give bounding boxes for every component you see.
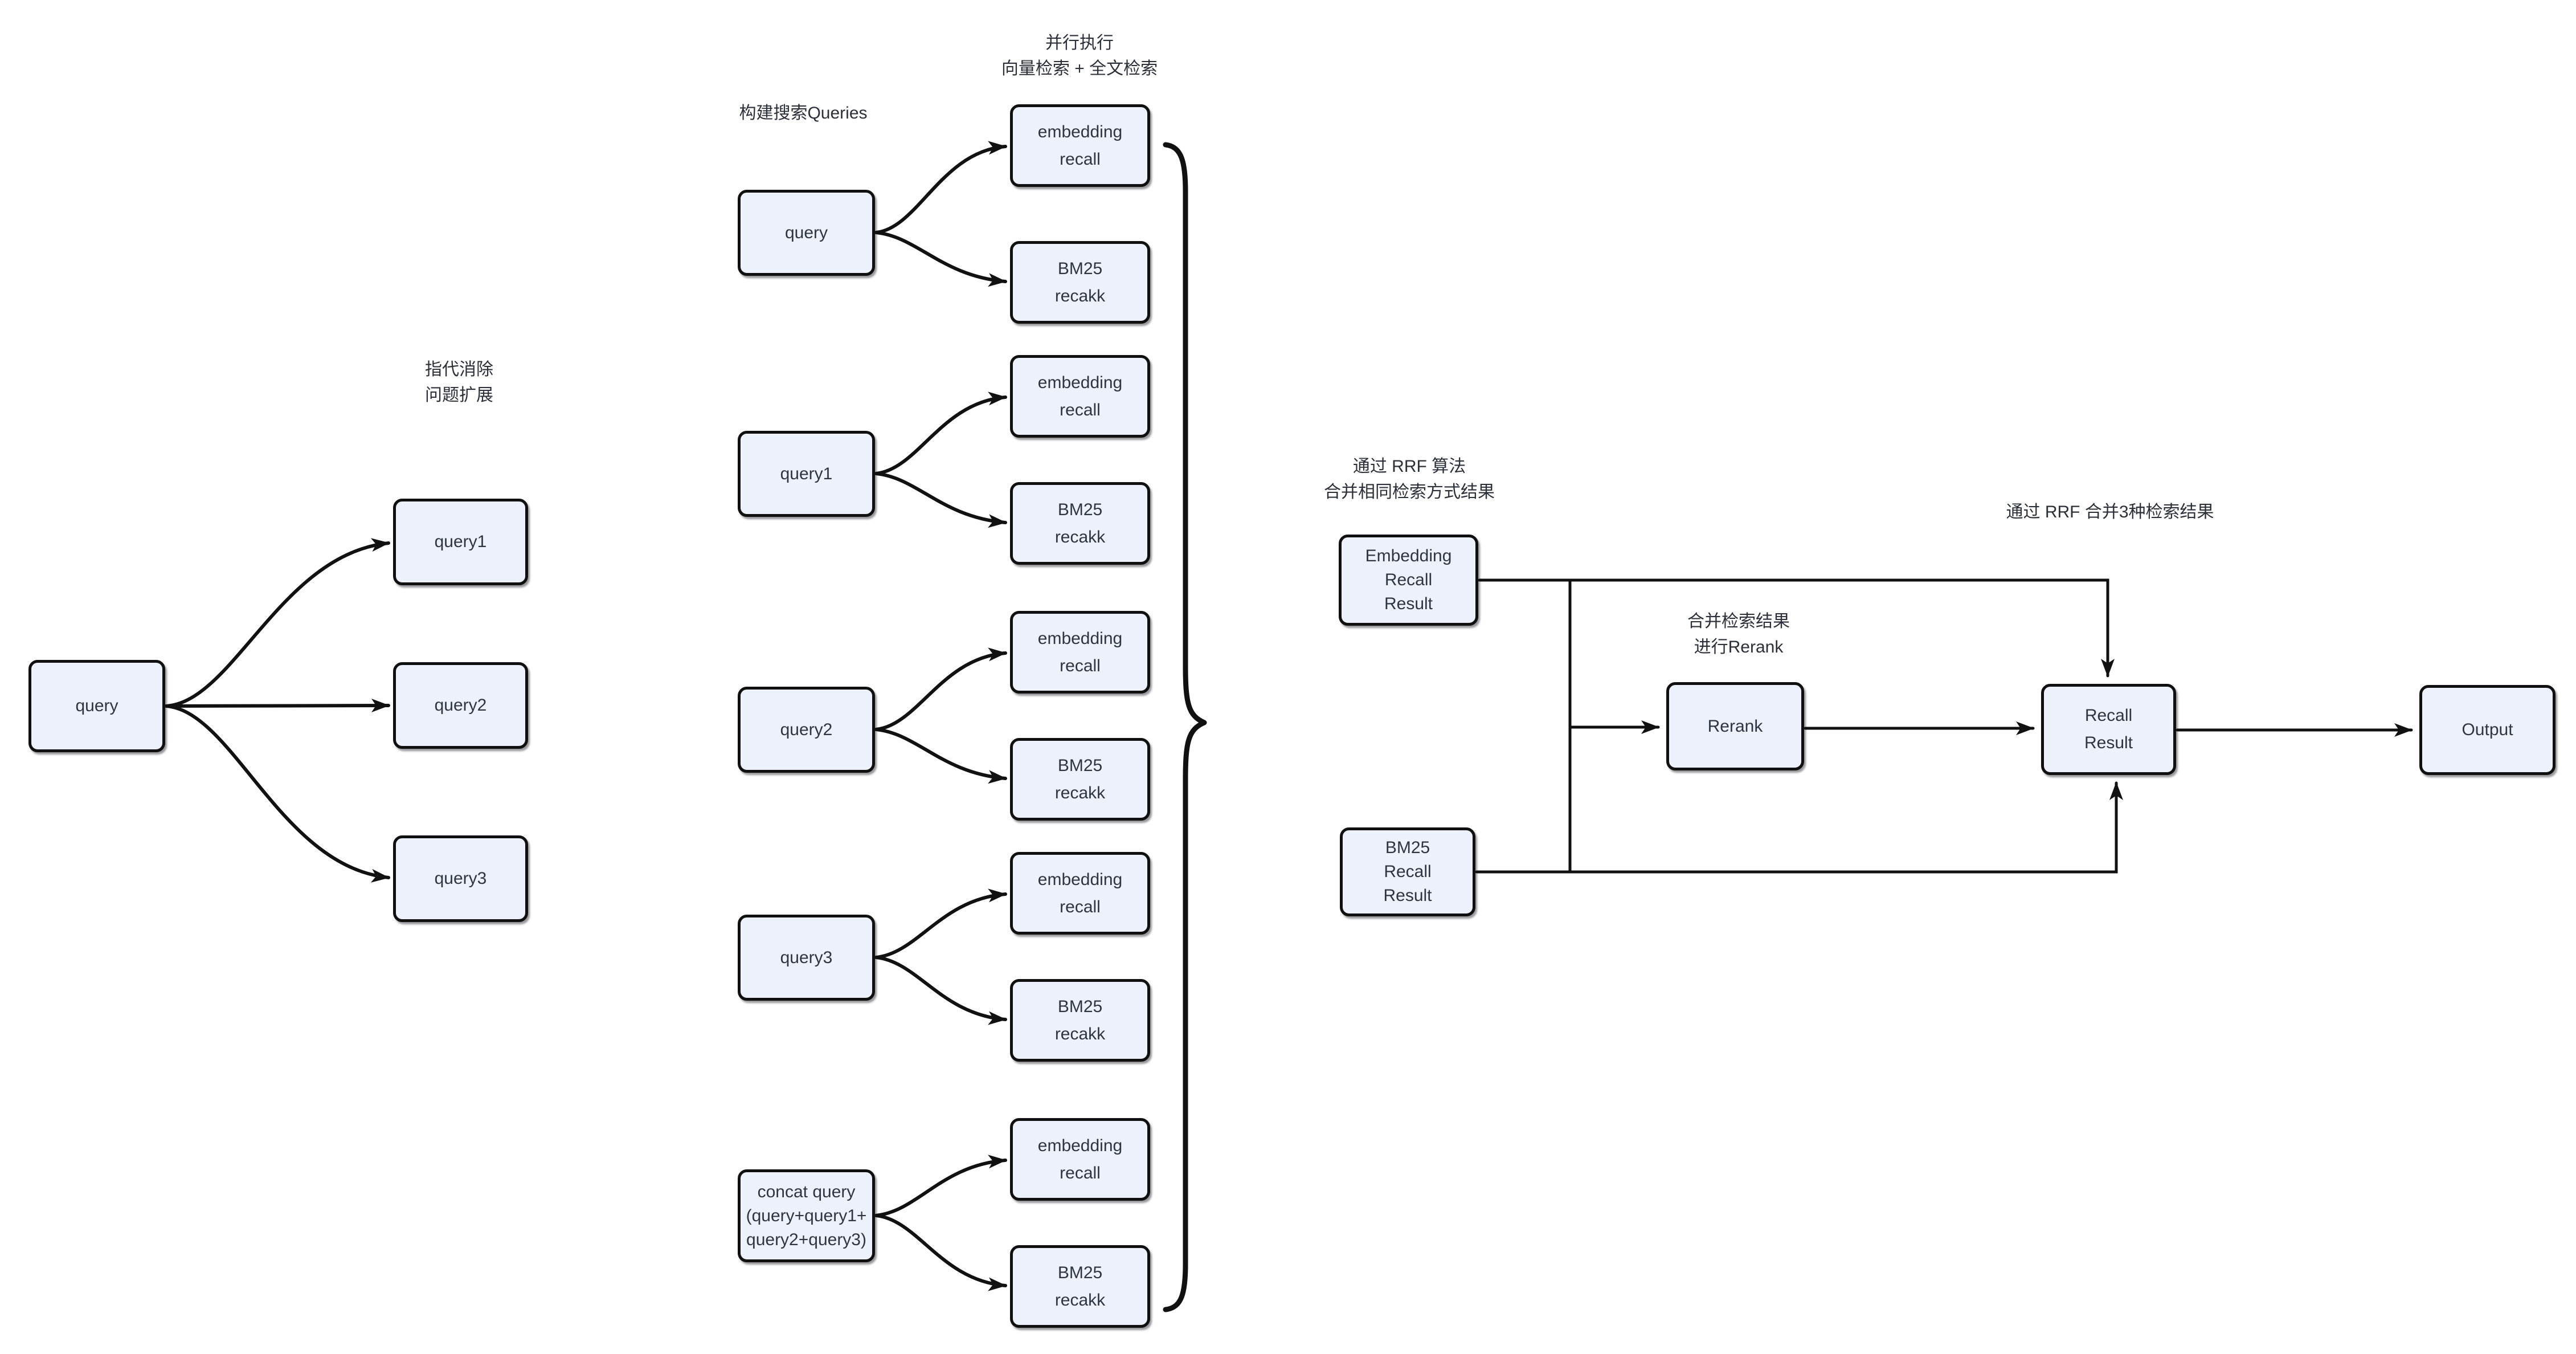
- node-label: query2: [434, 696, 487, 715]
- edge-mid-query2-to-g3-bm25: [874, 728, 1007, 784]
- node-label: recakk: [1054, 1290, 1106, 1310]
- node-g3-embedding-recall: embedding recall: [1010, 611, 1150, 694]
- node-label: Recall: [1384, 862, 1432, 881]
- node-label: Output: [2461, 720, 2513, 739]
- node-output: Output: [2419, 685, 2555, 775]
- node-mid-concat-query: concat query (query+query1+ query2+query3): [738, 1169, 875, 1262]
- node-g1-embedding-recall: embedding recall: [1010, 104, 1150, 187]
- node-label: embedding: [1037, 870, 1123, 889]
- node-label: embedding: [1037, 1136, 1123, 1155]
- node-label: query1: [434, 532, 487, 551]
- node-label: BM25: [1057, 997, 1103, 1016]
- annotation-coref-expansion: 指代消除问题扩展: [425, 357, 493, 408]
- edge-left-query-to-query1: [165, 538, 390, 708]
- edge-mid-query3-to-g4-embedding: [874, 888, 1007, 959]
- annotation-merge-rerank: 合并检索结果进行Rerank: [1687, 609, 1790, 660]
- node-label: Rerank: [1707, 716, 1763, 736]
- node-left-query: query: [28, 660, 165, 752]
- edge-concat-to-g5-embedding: [874, 1155, 1007, 1217]
- node-label: recall: [1060, 400, 1101, 419]
- node-label: concat query: [757, 1182, 856, 1201]
- annotation-line: 合并相同检索方式结果: [1324, 482, 1495, 501]
- edge-err-to-recall-result-top: [1478, 578, 2115, 678]
- node-label: recakk: [1054, 527, 1106, 547]
- edge-mid-query-to-g1-bm25: [874, 231, 1007, 287]
- node-mid-query2: query2: [738, 687, 875, 773]
- annotation-build-queries: 构建搜索Queries: [739, 100, 867, 126]
- node-g5-embedding-recall: embedding recall: [1010, 1118, 1150, 1201]
- node-label: recakk: [1054, 783, 1106, 802]
- edge-brr-to-recall-result-bottom: [1475, 781, 2123, 874]
- node-label: Result: [2084, 733, 2133, 752]
- node-label: (query+query1+: [746, 1206, 867, 1225]
- node-mid-query1: query1: [738, 431, 875, 517]
- node-label: query1: [780, 464, 833, 483]
- annotation-rrf-merge-same: 通过 RRF 算法合并相同检索方式结果: [1324, 454, 1495, 505]
- node-label: embedding: [1037, 122, 1123, 141]
- node-label: Result: [1383, 886, 1432, 905]
- node-label: query2: [780, 720, 833, 739]
- node-label: BM25: [1057, 756, 1103, 775]
- node-label: Recall: [1384, 570, 1433, 589]
- node-g1-bm25-recall: BM25 recakk: [1010, 241, 1150, 324]
- node-label: recall: [1060, 897, 1101, 916]
- node-label: query3: [780, 948, 833, 967]
- node-label: recall: [1060, 1163, 1101, 1182]
- grouping-brace-icon: [1163, 142, 1207, 1312]
- node-label: recakk: [1054, 286, 1106, 305]
- node-label: query2+query3): [746, 1230, 866, 1249]
- node-label: BM25: [1385, 838, 1430, 857]
- annotation-line: 通过 RRF 合并3种检索结果: [2006, 502, 2214, 521]
- edge-concat-to-g5-bm25: [874, 1214, 1007, 1291]
- edge-left-query-to-query3: [165, 704, 390, 883]
- node-label: BM25: [1057, 259, 1103, 278]
- node-label: query: [75, 696, 118, 715]
- node-rerank: Rerank: [1666, 682, 1804, 770]
- node-g2-bm25-recall: BM25 recakk: [1010, 482, 1150, 565]
- node-mid-query: query: [738, 190, 875, 276]
- annotation-line: 合并检索结果: [1687, 611, 1790, 631]
- node-g4-embedding-recall: embedding recall: [1010, 852, 1150, 935]
- annotation-line: 构建搜索Queries: [739, 103, 868, 123]
- node-label: embedding: [1037, 629, 1123, 648]
- edge-left-query-to-query2: [165, 699, 390, 713]
- node-g2-embedding-recall: embedding recall: [1010, 355, 1150, 438]
- node-label: BM25: [1057, 1263, 1103, 1282]
- edge-mid-query3-to-g4-bm25: [874, 956, 1007, 1025]
- node-mid-query3: query3: [738, 915, 875, 1001]
- node-label: BM25: [1057, 500, 1103, 519]
- node-label: embedding: [1037, 373, 1123, 392]
- annotation-line: 指代消除: [425, 360, 493, 379]
- node-left-query2: query2: [393, 662, 528, 749]
- node-label: recakk: [1054, 1024, 1106, 1043]
- node-left-query3: query3: [393, 835, 528, 922]
- annotation-line: 问题扩展: [425, 385, 493, 405]
- node-g5-bm25-recall: BM25 recakk: [1010, 1245, 1150, 1328]
- node-label: query3: [434, 869, 487, 888]
- annotation-line: 通过 RRF 算法: [1352, 456, 1466, 476]
- edge-mid-query1-to-g2-embedding: [874, 391, 1007, 475]
- node-label: query: [784, 223, 828, 242]
- node-label: Embedding: [1365, 547, 1452, 565]
- edge-mid-query1-to-g2-bm25: [874, 472, 1007, 528]
- annotation-line: 并行执行: [1045, 33, 1114, 52]
- node-g4-bm25-recall: BM25 recakk: [1010, 979, 1150, 1062]
- edge-mid-query2-to-g3-embedding: [874, 647, 1007, 731]
- annotation-line: 向量检索 + 全文检索: [1001, 59, 1158, 78]
- node-left-query1: query1: [393, 499, 528, 585]
- node-label: recall: [1060, 656, 1101, 675]
- edge-mid-query-to-g1-embedding: [874, 141, 1007, 234]
- annotation-parallel-exec: 并行执行向量检索 + 全文检索: [1001, 30, 1158, 81]
- annotation-rrf-merge-3: 通过 RRF 合并3种检索结果: [2006, 499, 2214, 525]
- node-g3-bm25-recall: BM25 recakk: [1010, 738, 1150, 821]
- node-label: recall: [1060, 149, 1101, 169]
- annotation-line: 进行Rerank: [1694, 637, 1784, 656]
- node-label: Result: [1384, 594, 1433, 613]
- node-label: Recall: [2084, 706, 2133, 725]
